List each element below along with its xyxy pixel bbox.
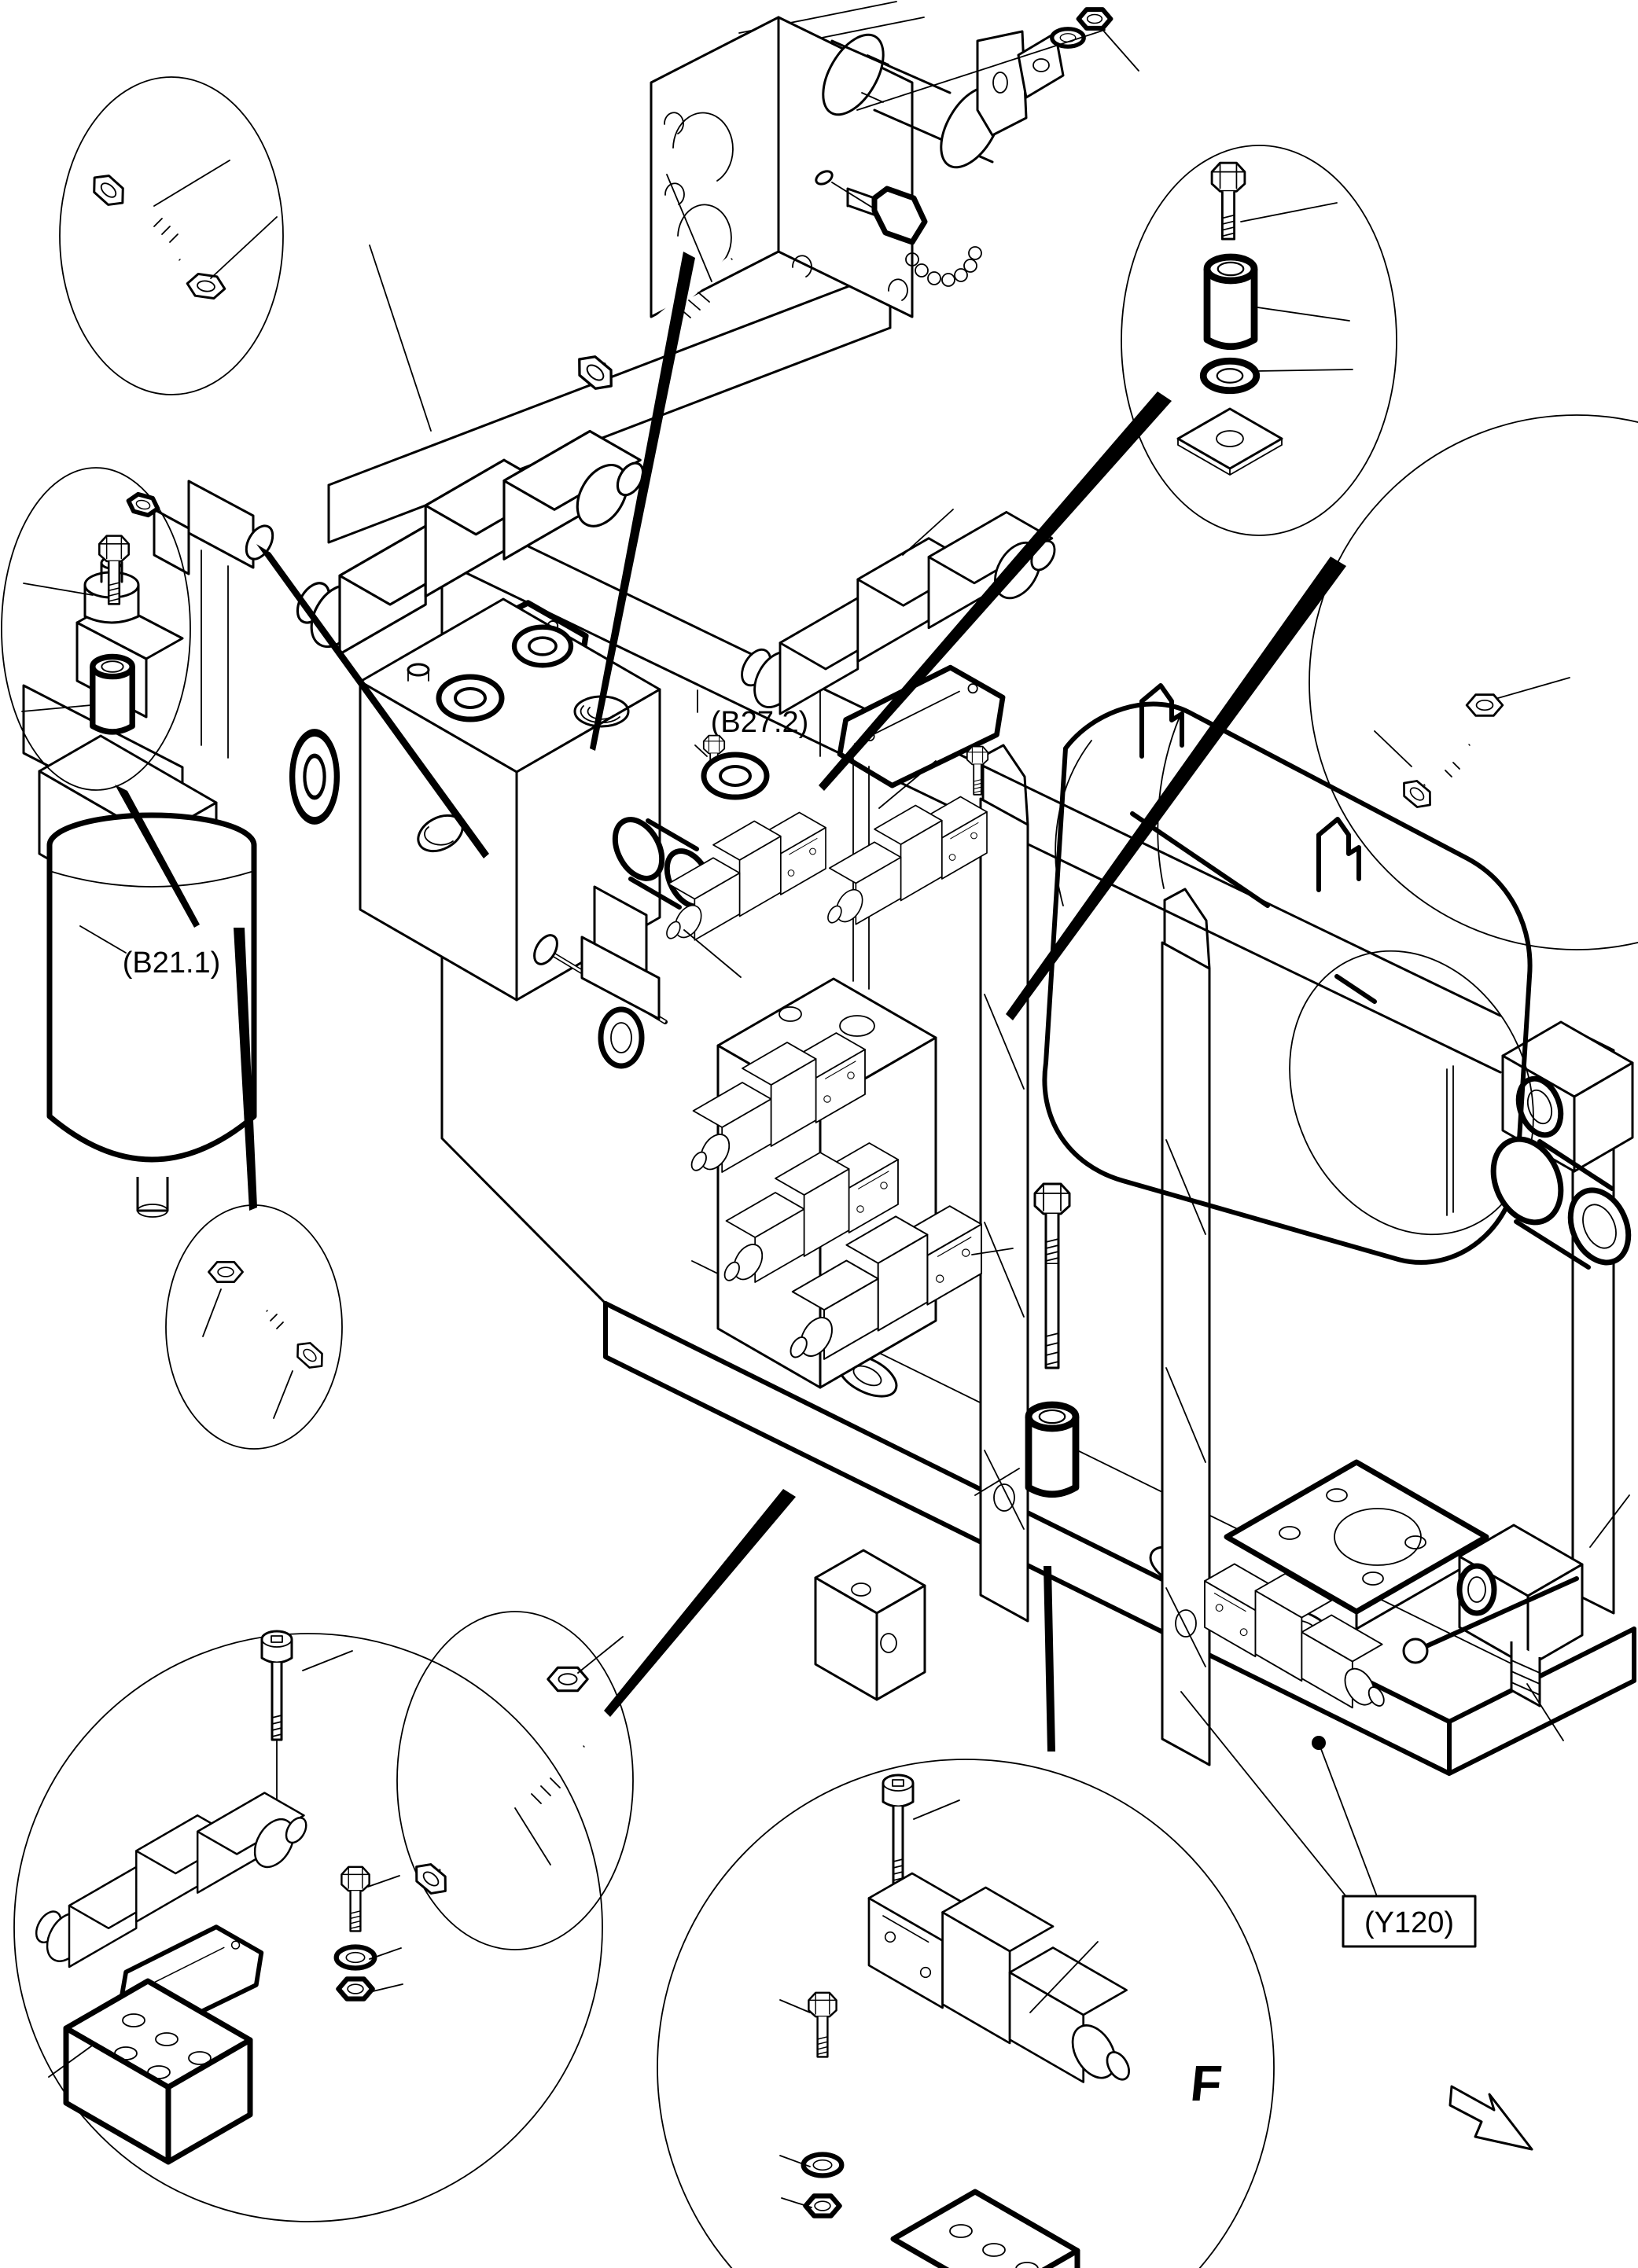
directional-valve-2: [736, 513, 1059, 786]
wedge: [256, 544, 489, 858]
callout-manifold-block: [63, 1978, 253, 2165]
drum-hub-port: [1490, 1136, 1632, 1270]
eye-ring: [514, 627, 571, 666]
wedge: [819, 391, 1172, 791]
lifting-lug: [1139, 683, 1184, 759]
center-valve-stack: [533, 760, 988, 1389]
upper-manifold-block: [650, 9, 1139, 318]
port-fitting-block: [1402, 1494, 1630, 1741]
filter-ref-text: (B21.1): [123, 947, 221, 980]
foot-block: [814, 1549, 926, 1701]
wedge: [1006, 557, 1346, 1020]
view-arrow-icon: [1448, 2085, 1533, 2151]
callout-right: [1309, 414, 1638, 950]
label-box: [1342, 1895, 1477, 1948]
cap-chain: [905, 246, 982, 287]
cartridge-valve: [824, 796, 988, 928]
view-direction-marker: F: [1188, 2055, 1533, 2151]
callout-mid-left: [165, 1204, 343, 1450]
cartridge-valve: [663, 811, 826, 943]
spacer-sleeve-standalone: [1029, 1405, 1076, 1494]
right-column: [1446, 1020, 1634, 1615]
deck-bolt: [966, 745, 989, 796]
filter-assembly: (B21.1): [22, 480, 337, 1218]
filter-bowl: (B21.1): [46, 812, 257, 1218]
callout-top-right: [1121, 145, 1397, 536]
manifold-ref-text: (B27.2): [711, 706, 809, 739]
callout-bottom-left: [13, 1630, 603, 2222]
leader-line: [974, 1468, 1020, 1496]
lifting-lug: [1316, 817, 1361, 892]
hex-bolt-standalone: [971, 1182, 1071, 1369]
callout-left: [1, 467, 191, 791]
wedge: [590, 252, 695, 751]
wedge: [234, 928, 257, 1211]
callout-lower-middle: [396, 1611, 634, 1950]
wedge: [604, 1489, 796, 1717]
label-manifold-ref: (B27.2): [694, 689, 821, 757]
square-plate: [1176, 407, 1283, 476]
callout-top-left: [59, 76, 284, 395]
elbow-fitting: [127, 480, 274, 759]
shelf-bracket: [1224, 1459, 1489, 1630]
banjo-ring: [293, 733, 337, 821]
leader-line: [369, 244, 432, 432]
solenoid-ref-text: (Y120): [1364, 1906, 1454, 1939]
support-plate-right: [1161, 888, 1211, 1766]
winch-frame: [327, 1, 1636, 1776]
wedge: [115, 785, 200, 928]
callout-valve: [867, 1872, 1135, 2087]
surface-line: [1130, 811, 1270, 908]
pointer-wedges: [115, 252, 1346, 1752]
support-plate-left: [979, 744, 1029, 1623]
test-coupling: [815, 170, 982, 287]
view-letter-text: F: [1188, 2055, 1225, 2112]
eye-ring: [439, 677, 502, 719]
coil-mount-hardware: [856, 9, 1139, 137]
hydraulic-motor-drum: [1042, 683, 1632, 1270]
leader-line: [902, 509, 954, 556]
label-solenoid-ref: (Y120): [1180, 1691, 1477, 1948]
wedge: [1044, 1566, 1055, 1752]
eye-ring: [704, 755, 767, 797]
callout-bottom-middle: [657, 1759, 1275, 2268]
callout-manifold-block: [890, 2189, 1080, 2268]
relief-valve: [580, 885, 661, 1069]
